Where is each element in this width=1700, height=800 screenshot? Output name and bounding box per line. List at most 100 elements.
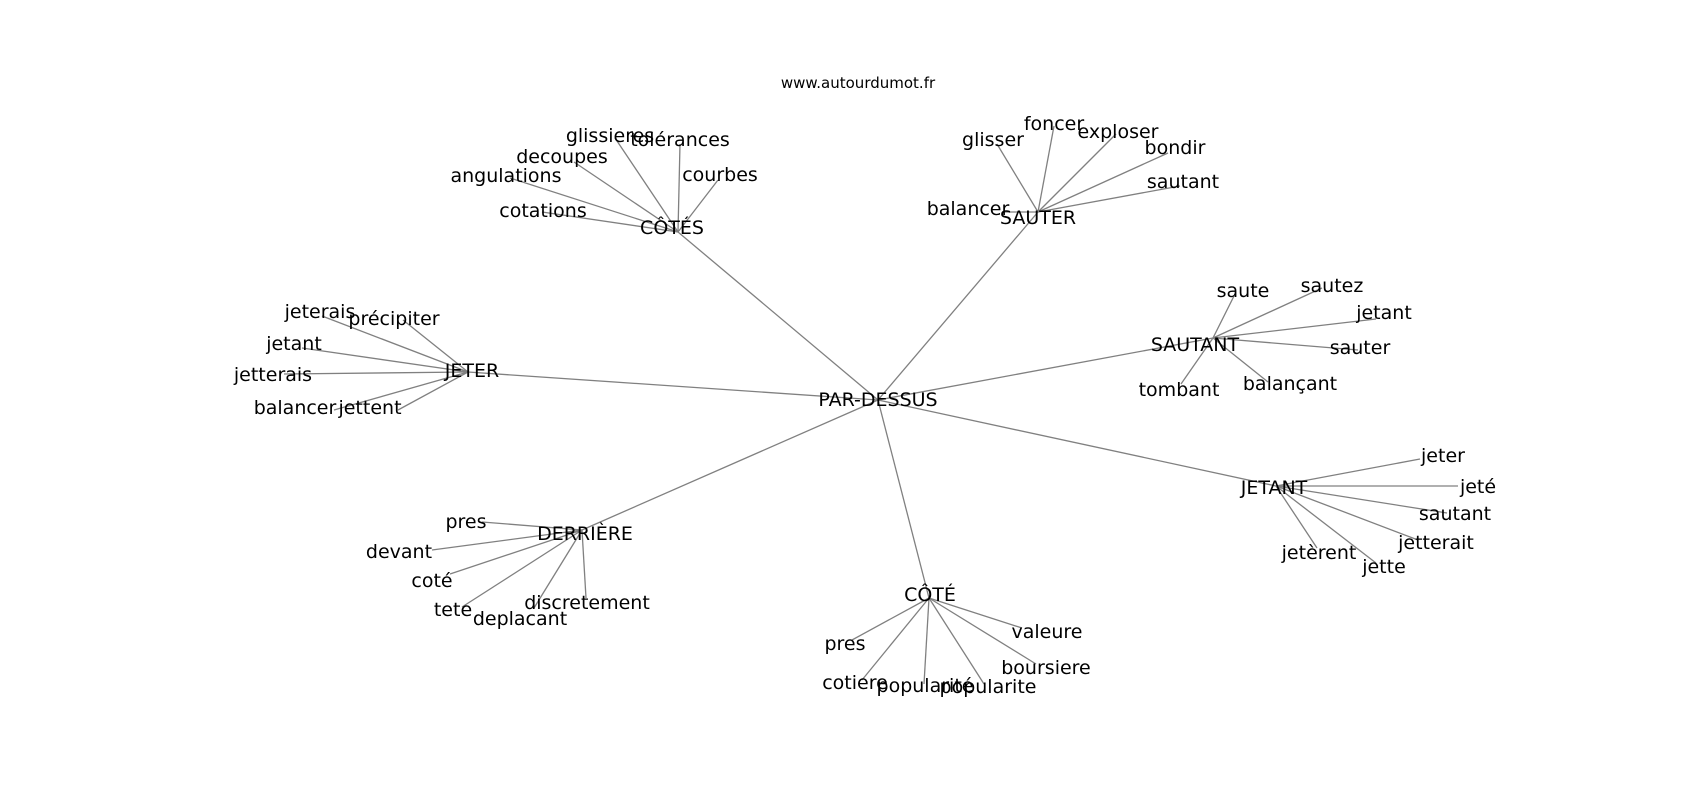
- leaf-node-label: boursiere: [1001, 657, 1091, 679]
- edge-center-to-hub: [877, 399, 1277, 487]
- edge-hub-to-leaf: [1037, 152, 1169, 213]
- leaf-node-label: jettent: [337, 397, 401, 419]
- edge-center-to-hub: [677, 231, 879, 401]
- site-url: www.autourdumot.fr: [781, 74, 936, 92]
- edge-hub-to-leaf: [449, 529, 583, 575]
- edge-center-to-hub: [467, 371, 879, 401]
- leaf-node-label: discretement: [524, 592, 650, 614]
- edge-hub-to-leaf: [509, 177, 679, 233]
- edge-hub-to-leaf: [461, 529, 583, 608]
- edge-hub-to-leaf: [1275, 485, 1318, 549]
- edge-hub-to-leaf: [861, 597, 930, 681]
- leaf-node-label: popularité: [877, 675, 974, 697]
- leaf-node-label: jeterais: [284, 301, 356, 323]
- leaf-node-label: foncer: [1024, 113, 1084, 135]
- edge-hub-to-leaf: [1037, 133, 1117, 213]
- leaf-node-label: jetèrent: [1281, 542, 1357, 564]
- edge-hub-to-leaf: [996, 143, 1039, 213]
- leaf-node-label: deplacant: [473, 608, 567, 630]
- edge-hub-to-leaf: [1212, 295, 1235, 339]
- edge-hub-to-leaf: [1212, 337, 1359, 351]
- leaf-node-label: sauter: [1330, 337, 1391, 359]
- edge-hub-to-leaf: [333, 371, 469, 411]
- hub-node-label: SAUTER: [1000, 207, 1076, 229]
- leaf-node-label: balancer: [927, 198, 1010, 220]
- edge-hub-to-leaf: [1275, 485, 1419, 541]
- edge-hub-to-leaf: [1275, 485, 1448, 514]
- edge-hub-to-leaf: [1212, 318, 1377, 339]
- graph-edges: [283, 125, 1458, 685]
- edge-hub-to-leaf: [481, 521, 583, 531]
- edge-hub-to-leaf: [1275, 458, 1421, 487]
- hub-node-label: DERRIÈRE: [537, 522, 633, 545]
- leaf-node-label: tombant: [1139, 379, 1220, 401]
- edge-hub-to-leaf: [928, 597, 985, 685]
- leaf-node-label: balancer: [254, 397, 337, 419]
- leaf-node-label: glissieres: [566, 125, 654, 147]
- hub-node-label: CÔTÉ: [904, 582, 956, 606]
- edge-hub-to-leaf: [283, 371, 469, 375]
- leaf-node-label: coté: [411, 570, 452, 592]
- edge-center-to-hub: [877, 399, 930, 599]
- edge-hub-to-leaf: [581, 529, 587, 599]
- leaf-node-label: sautant: [1419, 503, 1491, 525]
- hub-node-label: JETER: [444, 360, 499, 382]
- edge-hub-to-leaf: [1037, 185, 1181, 213]
- leaf-node-label: exploser: [1078, 121, 1159, 143]
- leaf-node-label: jetterait: [1397, 532, 1474, 554]
- edge-center-to-hub: [877, 211, 1039, 401]
- edge-hub-to-leaf: [1180, 337, 1214, 385]
- edge-hub-to-leaf: [541, 211, 679, 233]
- leaf-node-label: jetterais: [233, 364, 312, 386]
- edge-hub-to-leaf: [928, 597, 1023, 629]
- edge-center-to-hub: [877, 337, 1214, 401]
- edge-hub-to-leaf: [1212, 337, 1269, 383]
- leaf-node-label: courbes: [682, 164, 758, 186]
- leaf-node-label: decoupes: [516, 146, 608, 168]
- edge-hub-to-leaf: [923, 597, 930, 685]
- edge-hub-to-leaf: [851, 597, 930, 641]
- edge-hub-to-leaf: [1212, 287, 1323, 339]
- edge-hub-to-leaf: [573, 161, 679, 233]
- hub-node-label: CÔTÉS: [640, 215, 704, 239]
- leaf-node-label: tete: [434, 599, 472, 621]
- leaf-node-label: pres: [445, 511, 486, 533]
- leaf-node-label: pres: [824, 633, 865, 655]
- edge-hub-to-leaf: [431, 529, 583, 551]
- leaf-node-label: sautez: [1301, 275, 1364, 297]
- leaf-node-label: cotations: [499, 200, 586, 222]
- center-node-label: PAR-DESSUS: [818, 389, 937, 411]
- leaf-node-label: angulations: [450, 165, 561, 187]
- leaf-node-label: jetant: [265, 333, 322, 355]
- edge-hub-to-leaf: [402, 319, 469, 373]
- edge-hub-to-leaf: [321, 315, 469, 373]
- leaf-node-label: saute: [1217, 280, 1270, 302]
- edge-hub-to-leaf: [533, 529, 583, 609]
- leaf-node-label: jeter: [1420, 445, 1465, 467]
- edge-hub-to-leaf: [301, 347, 469, 373]
- leaf-node-label: popularite: [940, 676, 1037, 698]
- edge-hub-to-leaf: [928, 597, 1037, 665]
- edge-hub-to-leaf: [1037, 125, 1055, 213]
- leaf-node-label: sautant: [1147, 171, 1219, 193]
- edge-hub-to-leaf: [677, 179, 719, 233]
- leaf-node-label: glisser: [962, 129, 1024, 151]
- leaf-node-label: bondir: [1145, 137, 1206, 159]
- leaf-node-label: tolérances: [630, 129, 730, 151]
- leaf-node-label: jeté: [1459, 476, 1496, 498]
- hub-node-label: SAUTANT: [1151, 334, 1240, 356]
- leaf-node-label: devant: [366, 541, 432, 563]
- leaf-node-label: jette: [1361, 556, 1406, 578]
- edge-center-to-hub: [581, 399, 879, 531]
- edge-hub-to-leaf: [1275, 485, 1377, 564]
- leaf-node-label: valeure: [1012, 621, 1083, 643]
- leaf-node-label: cotiere: [822, 672, 888, 694]
- edge-hub-to-leaf: [397, 371, 469, 411]
- leaf-node-label: balançant: [1243, 373, 1337, 395]
- leaf-node-label: précipiter: [348, 308, 439, 330]
- edge-hub-to-leaf: [614, 137, 679, 233]
- hub-node-label: JETANT: [1240, 477, 1308, 499]
- edge-hub-to-leaf: [677, 143, 681, 233]
